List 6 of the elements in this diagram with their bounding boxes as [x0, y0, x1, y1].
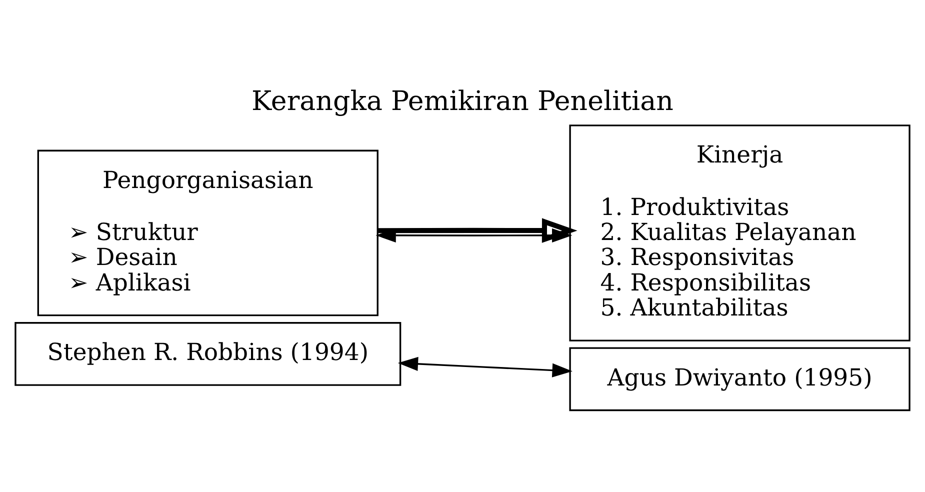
- node-box: Kinerja 1. Produktivitas 2. Kualitas Pelayanan 3. Responsivitas 4. Responsibilitas 5. Akuntabilitas: [569, 124, 910, 342]
- arrow: [398, 356, 572, 378]
- diagram-title: Kerangka Pemikiran Penelitian: [252, 86, 674, 117]
- node-box: Pengorganisasian ➢ Struktur ➢ Desain ➢ Aplikasi: [37, 150, 378, 316]
- node-box: Agus Dwiyanto (1995): [569, 347, 910, 412]
- node-box: Stephen R. Robbins (1994): [14, 322, 402, 386]
